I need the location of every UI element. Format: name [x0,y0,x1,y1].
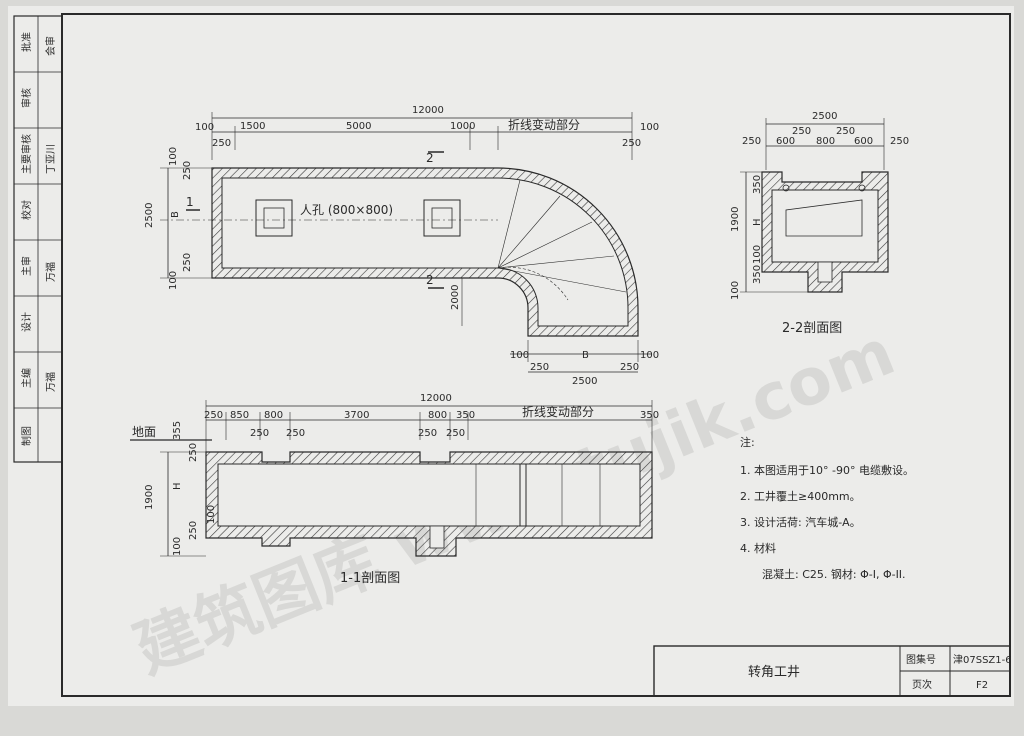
plan-left-250-top: 250 [182,161,193,180]
plan-left-100-bottom: 100 [168,271,179,290]
s11-dim-3700: 3700 [344,410,369,421]
s11-left-1900: 1900 [144,485,155,510]
s22-left-1900: 1900 [730,207,741,232]
note-2: 2. 工井覆土≥400mm。 [740,489,861,503]
s22-left-350-bottom: 350 [752,265,763,284]
sidebar-sign-7: 万福 [44,372,57,392]
s11-dim-250-left: 250 [204,410,223,421]
s22-left-100-a: 100 [752,245,763,264]
plan-sub-250-right: 250 [622,138,641,149]
s11-left-250-top: 250 [188,443,199,462]
s11-sub-250-b: 250 [286,428,305,439]
sidebar-title-7: 主编 [20,368,33,388]
s22-top-600-right: 600 [854,136,873,147]
sidebar-title-2: 审核 [20,88,33,108]
sidebar-title-4: 校对 [20,200,33,220]
plan-bottom-2500: 2500 [572,376,597,387]
plan-dim-1000: 1000 [450,121,475,132]
plan-bottom-250-right: 250 [620,362,639,373]
plan-dim-5000: 5000 [346,121,371,132]
s11-dim-350: 350 [456,410,475,421]
section-mark-2-bottom: 2 [426,273,434,287]
s11-dim-800-a: 800 [264,410,283,421]
section-2-2 [740,118,889,293]
s11-left-H: H [172,482,183,490]
s22-left-100-b: 100 [730,281,741,300]
note-1: 1. 本图适用于10° -90° 电缆敷设。 [740,463,914,477]
s11-sub-250-c: 250 [418,428,437,439]
s11-bend-label: 折线变动部分 [522,404,594,419]
plan-inner-2000: 2000 [450,285,461,310]
plan-left-2500: 2500 [144,203,155,228]
section-1-1-title: 1-1剖面图 [340,571,400,586]
sidebar-title-1: 批准 [20,32,33,52]
s22-top-600-left: 600 [776,136,795,147]
sidebar-sign-5: 万福 [44,262,57,282]
plan-bottom-100-right: 100 [640,350,659,361]
manhole-label: 人孔 (800×800) [300,203,393,217]
sidebar-title-3: 主要审核 [20,134,33,174]
plan-bottom-250-left: 250 [530,362,549,373]
plan-left-250-bottom: 250 [182,253,193,272]
sidebar-title-6: 设计 [20,312,33,332]
s11-left-355: 355 [172,421,183,440]
s11-left-100-b: 100 [172,537,183,556]
section-mark-2-top: 2 [426,151,434,165]
plan-sub-250-left: 250 [212,138,231,149]
note-5: 混凝土: C25. 钢材: Φ-I, Φ-II. [762,567,906,581]
atlas-label: 图集号 [906,653,936,666]
atlas-value: 津07SSZ1-6 [953,654,1012,666]
page-label: 页次 [912,678,932,691]
s11-dim-350-right: 350 [640,410,659,421]
ground-label: 地面 [132,425,156,439]
s22-left-H: H [752,218,763,226]
s11-left-100-a: 100 [206,505,217,524]
plan-left-100-top: 100 [168,147,179,166]
s11-left-250-bottom: 250 [188,521,199,540]
page-value: F2 [976,680,988,691]
sidebar-sign-1: 会审 [44,36,57,56]
s22-left-350-top: 350 [752,175,763,194]
section-1-1 [130,400,653,557]
notes: 注: 1. 本图适用于10° -90° 电缆敷设。 2. 工井覆土≥400mm。… [740,435,914,581]
sidebar-title-5: 主审 [20,256,33,276]
s22-top-250-left: 250 [742,136,761,147]
note-4: 4. 材料 [740,541,776,555]
s11-sub-250-a: 250 [250,428,269,439]
s11-sub-250-d: 250 [446,428,465,439]
signature-sidebar: 批准 会审 审核 主要审核 丁亚川 校对 主审 万福 设计 主编 万福 制图 [13,15,63,463]
plan-bottom-100-left: 100 [510,350,529,361]
plan-bend-label: 折线变动部分 [508,117,580,132]
plan-dim-100-left: 100 [195,122,214,133]
s11-dim-800-b: 800 [428,410,447,421]
section-mark-1: 1 [186,195,194,209]
s22-top-250-a: 250 [792,126,811,137]
plan-top-total: 12000 [412,105,444,116]
s22-top-250-right: 250 [890,136,909,147]
s11-top-total: 12000 [420,393,452,404]
plan-left-B: B [170,211,181,218]
plan-dim-1500: 1500 [240,121,265,132]
s11-dim-850: 850 [230,410,249,421]
plan-view [160,112,652,373]
s22-top-800: 800 [816,136,835,147]
sidebar-sign-3: 丁亚川 [46,144,57,174]
s22-top-total: 2500 [812,111,837,122]
plan-dim-100-right: 100 [640,122,659,133]
notes-heading: 注: [740,435,755,449]
section-2-2-title: 2-2剖面图 [782,321,842,336]
note-3: 3. 设计活荷: 汽车城-A。 [740,515,861,529]
plan-bottom-B: B [582,350,589,361]
s22-top-250-b: 250 [836,126,855,137]
drawing-title: 转角工井 [748,665,800,680]
sidebar-title-8: 制图 [20,426,33,446]
title-block [653,645,1011,697]
